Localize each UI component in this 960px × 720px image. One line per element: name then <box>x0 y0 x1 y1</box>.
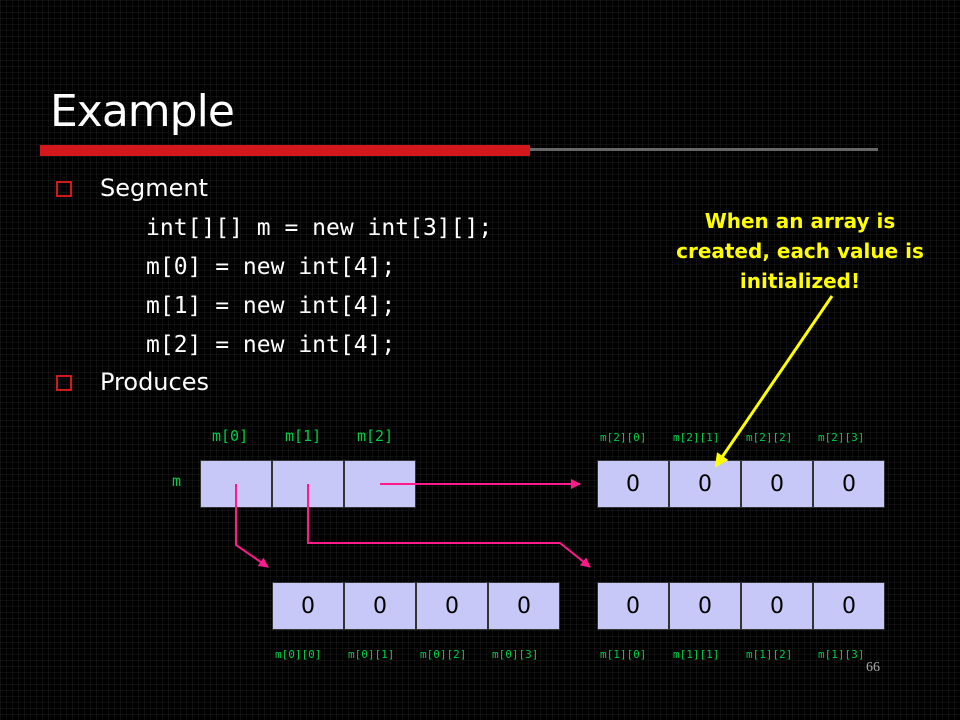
row2-label: m[2][1] <box>673 431 720 444</box>
row2-label: m[2][3] <box>818 431 865 444</box>
row0-cell: 0 <box>488 582 560 630</box>
row1-label: m[1][1] <box>673 648 720 661</box>
outer-label: m[0] <box>212 427 249 445</box>
row0-label: m[0][0] <box>275 648 322 661</box>
code-line: m[2] = new int[4]; <box>146 332 396 358</box>
row1-cell: 0 <box>813 582 885 630</box>
row1-label: m[1][0] <box>600 648 647 661</box>
page-number: 66 <box>866 660 880 675</box>
row2-cell: 0 <box>669 460 741 508</box>
row0-cell: 0 <box>416 582 488 630</box>
row1-label: m[1][2] <box>746 648 793 661</box>
pointer-arrow-m0 <box>235 484 269 568</box>
row0-label: m[0][2] <box>420 648 467 661</box>
code-line: m[0] = new int[4]; <box>146 254 396 280</box>
row2-cell: 0 <box>813 460 885 508</box>
row1-cell: 0 <box>741 582 813 630</box>
row2-cell: 0 <box>741 460 813 508</box>
outer-label: m[1] <box>285 427 322 445</box>
slide-title: Example <box>50 86 235 137</box>
row1-cell: 0 <box>597 582 669 630</box>
bullet-produces: Produces <box>56 368 209 396</box>
title-underline-red <box>40 145 530 156</box>
initialization-note: When an array is created, each value is … <box>676 209 924 293</box>
row0-cell: 0 <box>272 582 344 630</box>
row0-cell: 0 <box>344 582 416 630</box>
row2-cell: 0 <box>597 460 669 508</box>
row2-label: m[2][0] <box>600 431 647 444</box>
outer-label: m[2] <box>357 427 394 445</box>
row1-cell: 0 <box>669 582 741 630</box>
code-line: m[1] = new int[4]; <box>146 293 396 319</box>
bullet-label: Produces <box>100 368 209 396</box>
bullet-segment: Segment <box>56 174 208 202</box>
note-arrow <box>714 295 834 468</box>
row2-label: m[2][2] <box>746 431 793 444</box>
code-line: int[][] m = new int[3][]; <box>146 215 493 241</box>
row0-label: m[0][3] <box>492 648 539 661</box>
bullet-label: Segment <box>100 174 208 202</box>
title-underline-gray <box>530 148 878 151</box>
square-bullet-icon <box>56 375 72 391</box>
variable-label: m <box>172 472 182 490</box>
pointer-arrow-m1 <box>307 484 591 568</box>
row1-label: m[1][3] <box>818 648 865 661</box>
square-bullet-icon <box>56 181 72 197</box>
row0-label: m[0][1] <box>348 648 395 661</box>
